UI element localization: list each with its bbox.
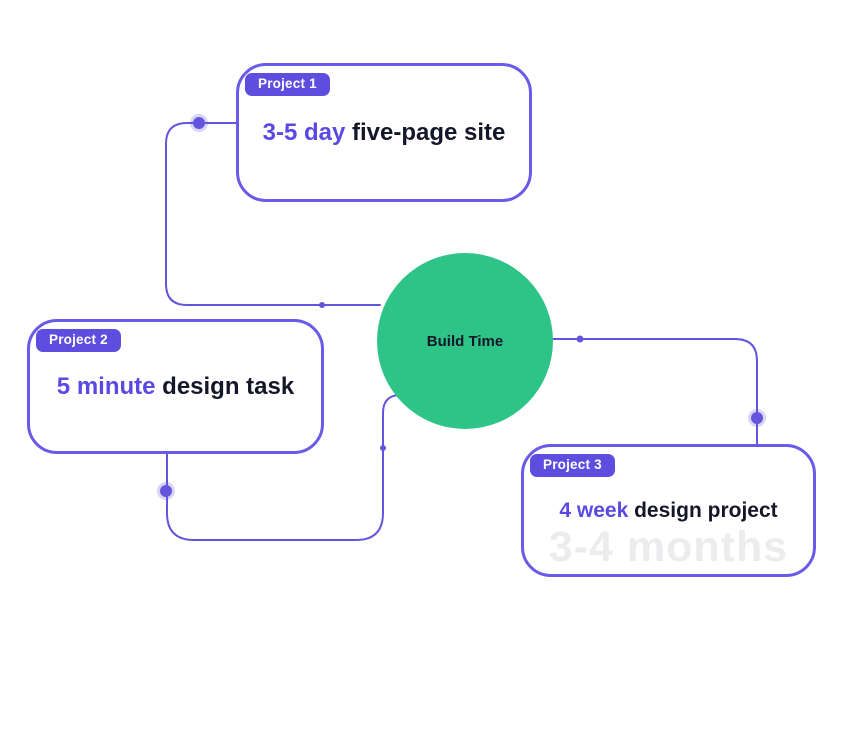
project-3-card: Project 3 4 week design project 3-4 mont… bbox=[521, 444, 816, 577]
build-time-label: Build Time bbox=[426, 332, 504, 350]
project-3-duration: 4 week bbox=[559, 498, 629, 522]
project-3-ghost-text: 3-4 months bbox=[548, 523, 789, 571]
project-2-text: 5 minute design task bbox=[57, 373, 294, 401]
connector-project1-to-center bbox=[165, 122, 381, 306]
connector-center-to-project3 bbox=[552, 338, 758, 445]
flow-dot bbox=[380, 445, 386, 451]
node-dot bbox=[160, 485, 172, 497]
project-3-text: 4 week design project bbox=[559, 499, 777, 523]
project-2-duration: 5 minute bbox=[56, 372, 156, 400]
project-1-duration: 3-5 day bbox=[262, 118, 346, 146]
project-1-text: 3-5 day five-page site bbox=[263, 119, 506, 147]
project-2-card: Project 2 5 minute design task bbox=[27, 319, 324, 454]
flow-dot bbox=[319, 302, 325, 308]
node-dot bbox=[751, 412, 763, 424]
project-1-description: five-page site bbox=[345, 118, 506, 146]
build-time-circle: Build Time bbox=[377, 253, 553, 429]
project-3-description: design project bbox=[628, 498, 778, 522]
connector-project2-to-center bbox=[166, 394, 400, 541]
flow-dot bbox=[576, 335, 584, 343]
node-dot bbox=[193, 117, 205, 129]
project-2-badge: Project 2 bbox=[36, 329, 121, 352]
project-2-description: design task bbox=[155, 372, 295, 400]
project-1-badge: Project 1 bbox=[245, 73, 330, 96]
project-1-card: Project 1 3-5 day five-page site bbox=[236, 63, 532, 202]
project-3-badge: Project 3 bbox=[530, 454, 615, 477]
